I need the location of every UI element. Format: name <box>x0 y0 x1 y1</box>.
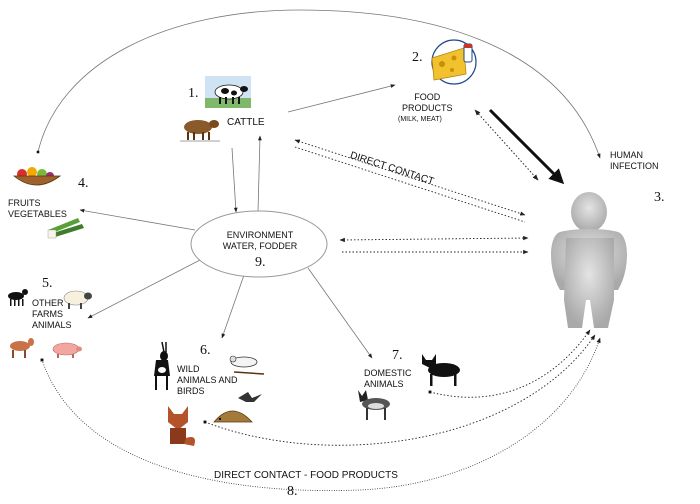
farm-label: OTHER FARMS ANIMALS <box>32 298 72 330</box>
cat-icon <box>422 354 460 386</box>
environment-node <box>190 210 328 278</box>
dog-icon <box>358 390 390 420</box>
cattle-label: CATTLE <box>227 117 265 128</box>
cow-icon <box>205 76 251 108</box>
cattle-number: 1. <box>188 86 199 101</box>
farm-number: 5. <box>42 276 53 291</box>
fruits-number: 4. <box>78 176 89 191</box>
human-number: 3. <box>654 190 665 205</box>
edge-farms-to-human <box>40 337 601 491</box>
edge-env-to-fruits <box>79 208 196 231</box>
contact-number: 8. <box>287 484 298 499</box>
edge-food-to-human-bold <box>488 108 565 185</box>
edge-cattle-to-environment <box>231 147 238 213</box>
bird-icon <box>229 355 265 375</box>
environment-number: 9. <box>255 255 266 270</box>
edge-wild-to-human <box>203 334 596 446</box>
edge-env-to-farms <box>87 259 201 319</box>
edge-direct-contact-2 <box>294 146 526 223</box>
fox-icon <box>168 406 195 446</box>
food-number: 2. <box>412 50 423 65</box>
edge-human-to-fruits-arc <box>36 9 601 159</box>
edge-cattle-to-food <box>287 84 396 113</box>
environment-label: ENVIRONMENT WATER, FODDER <box>222 230 298 251</box>
sheep-icon <box>63 290 92 309</box>
food-sublabel: (MILK, MEAT) <box>398 116 442 123</box>
food-label: FOOD PRODUCTS <box>402 92 453 113</box>
goat-icon <box>8 289 28 306</box>
edge-env-to-wild <box>221 274 245 339</box>
edge-human-food-dotted <box>474 109 539 181</box>
wild-label: WILD ANIMALS AND BIRDS <box>177 364 238 396</box>
edge-env-human-dotted-1 <box>339 235 529 243</box>
milk-bottle-icon <box>463 43 473 63</box>
edge-env-to-domestic <box>307 267 373 359</box>
pig-icon <box>52 342 82 358</box>
domestic-label: DOMESTIC ANIMALS <box>364 368 412 389</box>
edge-environment-to-cattle <box>257 135 262 213</box>
human-silhouette-icon <box>551 192 627 328</box>
antelope-icon <box>154 341 170 390</box>
bird-icon <box>238 392 262 402</box>
hedgehog-icon <box>213 410 253 423</box>
bull-icon <box>180 120 220 142</box>
fruits-label: FRUITS VEGETABLES <box>8 198 67 219</box>
horse-icon <box>10 338 34 358</box>
edge-domestic-to-human <box>428 329 591 398</box>
contact-label: DIRECT CONTACT - FOOD PRODUCTS <box>214 470 398 481</box>
fruit-bowl-icon <box>12 167 62 186</box>
wild-number: 6. <box>200 343 211 358</box>
domestic-number: 7. <box>392 348 403 363</box>
leek-icon <box>47 218 84 239</box>
human-label: HUMAN INFECTION <box>610 150 659 171</box>
